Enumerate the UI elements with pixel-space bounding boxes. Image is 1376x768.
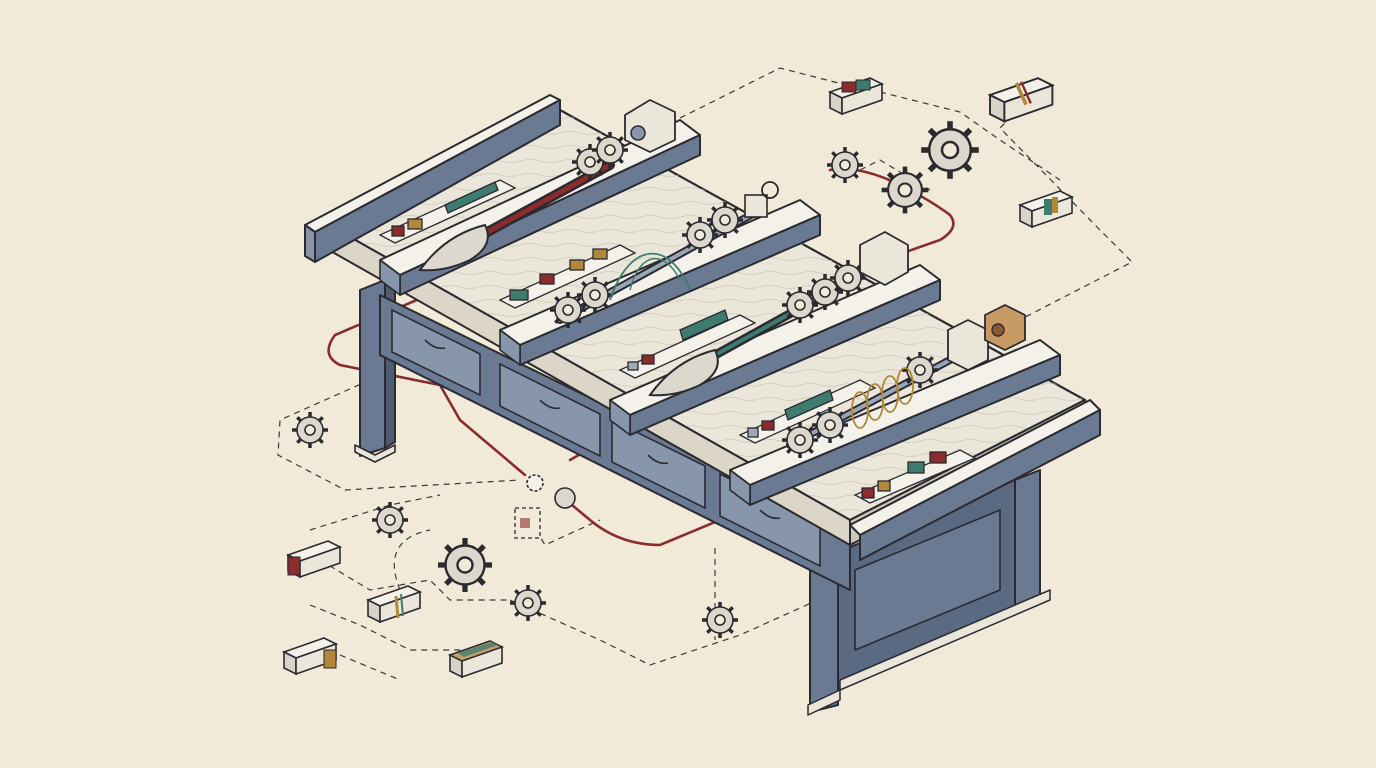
dashed-connectors	[277, 67, 1134, 681]
drawer-handles	[424, 339, 781, 520]
spindle-2-gears	[548, 181, 779, 330]
spindle-1-brush	[418, 99, 676, 272]
workbench-frame	[354, 279, 1051, 716]
loose-blocks	[283, 77, 1073, 678]
track-4	[729, 339, 1061, 506]
color-label-plates	[378, 179, 977, 504]
loose-gears	[290, 121, 979, 640]
spindle-3-brush	[648, 231, 909, 397]
spindle-4-coil	[780, 304, 1026, 460]
